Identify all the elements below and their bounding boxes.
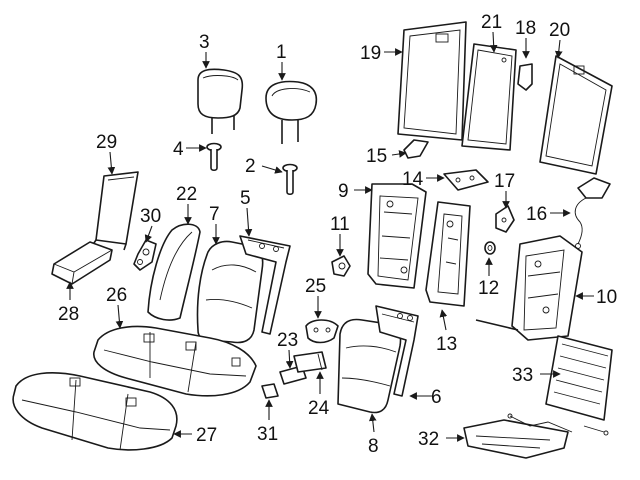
callout-30: 30 — [140, 206, 161, 227]
callout-14: 14 — [402, 169, 424, 190]
callout-21: 21 — [481, 12, 502, 33]
callout-19: 19 — [360, 43, 381, 64]
callout-17: 17 — [494, 171, 515, 192]
mat-33-part — [545, 335, 613, 421]
callout-22: 22 — [176, 184, 197, 205]
panel-21-part — [461, 43, 517, 151]
callout-18: 18 — [515, 18, 536, 39]
callout-10: 10 — [596, 287, 617, 308]
callout-24: 24 — [308, 398, 330, 419]
backrest-frame-left-part — [239, 235, 291, 335]
callout-5: 5 — [240, 188, 251, 209]
callout-7: 7 — [209, 204, 220, 225]
panel-19-part — [397, 21, 467, 141]
callout-23: 23 — [277, 330, 298, 351]
callout-15: 15 — [366, 146, 387, 167]
panel-29-part — [91, 171, 139, 251]
cable-16-part — [574, 177, 611, 249]
seat-frame-10-part — [475, 235, 583, 341]
bracket-14-part — [443, 169, 489, 191]
callout-31: 31 — [257, 424, 278, 445]
callout-33: 33 — [512, 365, 533, 386]
plate-15-part — [403, 139, 429, 159]
heater-32-part — [463, 413, 609, 459]
callout-9: 9 — [338, 181, 349, 202]
seat-cushion-27-part — [12, 372, 178, 451]
headrest-guide-left-part — [206, 142, 222, 172]
cover-25-part — [305, 319, 339, 344]
panel-20-part — [539, 55, 613, 175]
bracket-30-part — [133, 239, 157, 271]
side-bolster-left-part — [147, 223, 201, 321]
headrest-left-part — [197, 68, 244, 134]
callout-3: 3 — [199, 32, 210, 53]
callout-8: 8 — [368, 436, 379, 457]
callout-6: 6 — [431, 387, 442, 408]
clip-24-part — [293, 351, 327, 373]
backrest-frame-right-part — [375, 305, 419, 397]
callout-29: 29 — [96, 132, 117, 153]
latch-11-part — [331, 255, 351, 277]
leader-lines — [66, 31, 594, 442]
headrest-guide-right-part — [282, 163, 298, 196]
washer-12-part — [484, 241, 496, 255]
callout-11: 11 — [330, 214, 350, 235]
callout-32: 32 — [418, 429, 439, 450]
callout-1: 1 — [276, 42, 287, 63]
callout-26: 26 — [106, 285, 127, 306]
pad-28-part — [51, 241, 113, 285]
callout-2: 2 — [245, 156, 256, 177]
callout-4: 4 — [173, 139, 184, 160]
callout-28: 28 — [58, 304, 79, 325]
callout-20: 20 — [549, 20, 570, 41]
headrest-right-part — [265, 80, 318, 144]
callout-27: 27 — [196, 425, 217, 446]
bracket-17-part — [495, 205, 515, 233]
callout-25: 25 — [305, 276, 326, 297]
callout-13: 13 — [436, 334, 457, 355]
callout-labels: 1 2 3 4 5 6 7 8 9 10 11 12 13 14 15 16 1… — [58, 12, 617, 457]
callout-12: 12 — [478, 278, 499, 299]
seat-cushion-26-part — [93, 325, 257, 397]
clip-31-part — [261, 383, 279, 399]
seat-frame-9-part — [367, 183, 427, 289]
bracket-18-part — [517, 63, 533, 91]
callout-16: 16 — [526, 204, 547, 225]
frame-13-part — [425, 201, 471, 307]
